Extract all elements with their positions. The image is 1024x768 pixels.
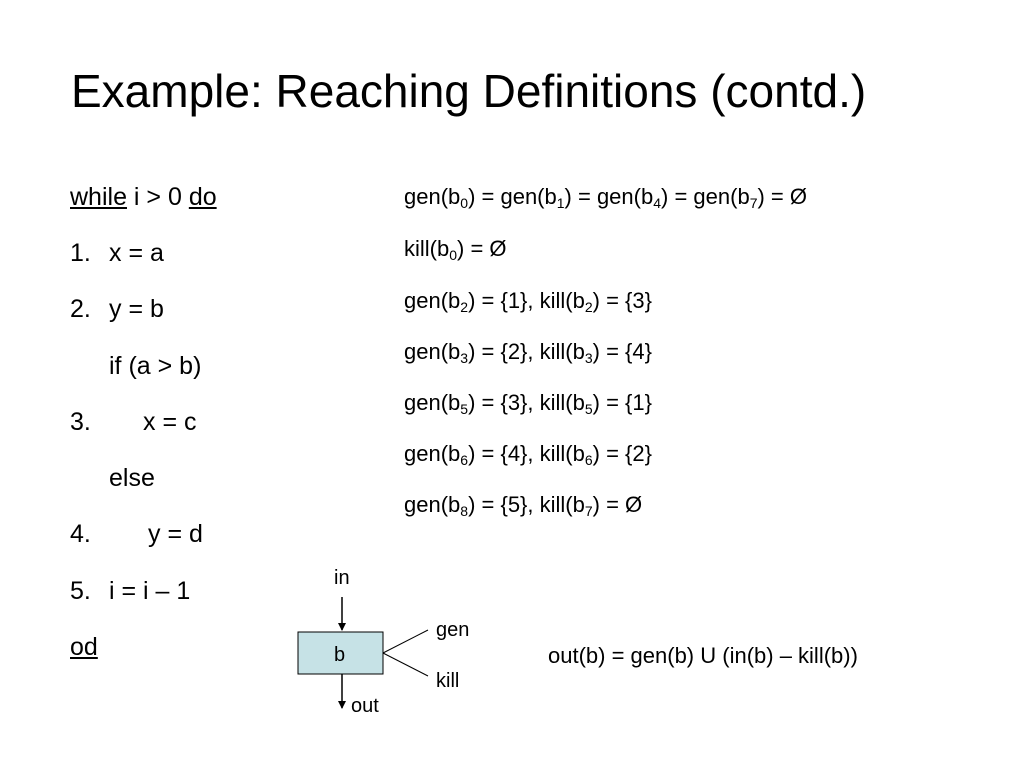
out-formula: out(b) = gen(b) U (in(b) – kill(b)) xyxy=(548,643,858,668)
equation-text: ) = {5}, kill(b xyxy=(468,492,585,517)
subscript: 0 xyxy=(460,195,469,211)
line-number: 3. xyxy=(70,408,91,436)
equation-line: gen(b6) = {4}, kill(b6) = {2} xyxy=(404,441,652,467)
equation-text: ) = gen(b xyxy=(564,184,654,209)
kill-label: kill xyxy=(436,670,459,692)
gen-label: gen xyxy=(436,619,469,641)
kill-line xyxy=(382,652,429,677)
equation-text: gen(b xyxy=(404,339,461,364)
code-line-if: if (a > b) xyxy=(70,351,201,381)
od-keyword: od xyxy=(70,633,98,661)
equation-text: ) = Ø xyxy=(757,184,807,209)
while-condition: i > 0 xyxy=(126,183,189,211)
code-line-5: 5. i = i – 1 xyxy=(70,576,190,606)
equation-line: gen(b8) = {5}, kill(b7) = Ø xyxy=(404,492,642,518)
equation-text: ) = {4}, kill(b xyxy=(468,441,585,466)
code-line-1: 1. x = a xyxy=(70,238,164,268)
line-number: 1. xyxy=(70,239,91,267)
subscript: 2 xyxy=(584,299,593,315)
out-label: out xyxy=(351,695,379,717)
subscript: 3 xyxy=(584,350,593,366)
line-number: 2. xyxy=(70,295,91,323)
subscript: 2 xyxy=(460,299,469,315)
equation-text: ) = gen(b xyxy=(661,184,750,209)
line-text: y = b xyxy=(109,295,164,323)
equation-text: ) = Ø xyxy=(457,236,507,261)
equation-line: gen(b3) = {2}, kill(b3) = {4} xyxy=(404,339,652,365)
line-text: x = c xyxy=(143,408,197,436)
equation-line: gen(b5) = {3}, kill(b5) = {1} xyxy=(404,390,652,416)
line-text: x = a xyxy=(109,239,164,267)
subscript: 7 xyxy=(749,195,758,211)
code-line-4: 4. y = d xyxy=(70,519,203,549)
equation-text: gen(b xyxy=(404,390,461,415)
equation-text: gen(b xyxy=(404,184,461,209)
equation-text: gen(b xyxy=(404,288,461,313)
line-number: 4. xyxy=(70,520,91,548)
subscript: 3 xyxy=(460,350,469,366)
subscript: 6 xyxy=(460,452,469,468)
while-line: while i > 0 do xyxy=(70,182,217,212)
equation-line: gen(b2) = {1}, kill(b2) = {3} xyxy=(404,288,652,314)
subscript: 5 xyxy=(460,401,469,417)
code-line-else: else xyxy=(70,463,155,493)
equation-text: ) = {1}, kill(b xyxy=(468,288,585,313)
line-text: y = d xyxy=(148,520,203,548)
equation-line: kill(b0) = Ø xyxy=(404,236,507,262)
equation-text: ) = {1} xyxy=(592,390,652,415)
equation-text: ) = Ø xyxy=(592,492,643,517)
subscript: 4 xyxy=(653,195,662,211)
equation-text: ) = {3} xyxy=(592,288,652,313)
subscript: 1 xyxy=(556,195,565,211)
equation-text: gen(b xyxy=(404,492,461,517)
block-label: b xyxy=(334,644,345,666)
line-text: if (a > b) xyxy=(109,352,202,380)
line-number: 5. xyxy=(70,577,91,605)
while-keyword: while xyxy=(70,183,127,211)
equation-text: gen(b xyxy=(404,441,461,466)
in-label: in xyxy=(334,567,350,589)
equation-text: ) = {4} xyxy=(592,339,652,364)
subscript: 7 xyxy=(584,503,593,519)
slide-title: Example: Reaching Definitions (contd.) xyxy=(71,65,867,117)
code-line-2: 2. y = b xyxy=(70,294,164,324)
do-keyword: do xyxy=(188,183,217,211)
code-line-3: 3. x = c xyxy=(70,407,197,437)
od-line: od xyxy=(70,632,98,662)
equation-text: ) = gen(b xyxy=(468,184,557,209)
line-text: i = i – 1 xyxy=(109,577,191,605)
block-b xyxy=(297,631,384,675)
equation-text: ) = {3}, kill(b xyxy=(468,390,585,415)
subscript: 6 xyxy=(584,452,593,468)
subscript: 5 xyxy=(584,401,593,417)
equation-text: ) = {2}, kill(b xyxy=(468,339,585,364)
subscript: 8 xyxy=(460,503,469,519)
equation-text: ) = {2} xyxy=(592,441,652,466)
equation-line: gen(b0) = gen(b1) = gen(b4) = gen(b7) = … xyxy=(404,184,807,210)
gen-line xyxy=(382,629,429,654)
line-text: else xyxy=(109,464,155,492)
subscript: 0 xyxy=(449,247,458,263)
equation-text: kill(b xyxy=(404,236,450,261)
